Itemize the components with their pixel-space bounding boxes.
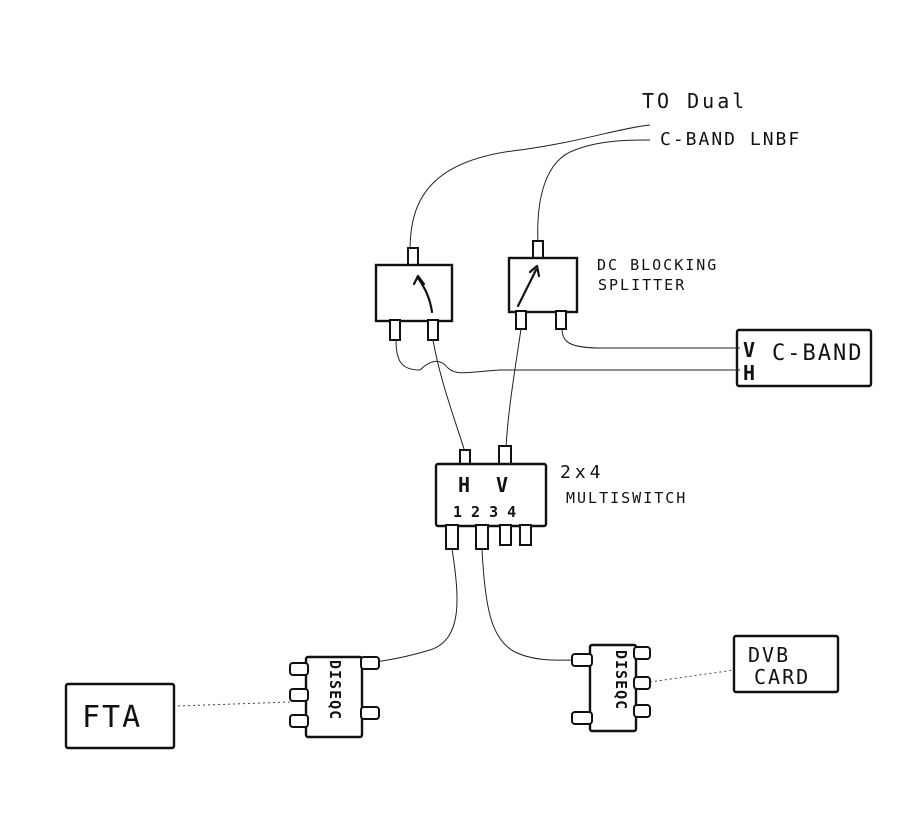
cband-title: C-BAND [772, 341, 863, 366]
splitter-label-line2: SPLITTER [598, 276, 686, 294]
cable-split-right-to-cband-v [561, 328, 740, 349]
cable-split-left-to-cband-h [395, 339, 740, 374]
dvb-card: DVB CARD [732, 634, 840, 694]
fta-receiver: FTA [64, 682, 176, 750]
splitter-right [507, 240, 579, 330]
cable-fta-to-diseqc [177, 701, 291, 707]
multiswitch-label-line1: 2x4 [560, 462, 605, 483]
cable-ms-port1-to-diseqc-left [374, 548, 458, 663]
multiswitch: H V 1 2 3 4 [434, 445, 548, 550]
lnbf-cable-right [537, 139, 651, 244]
cband-h-port: H [743, 361, 755, 385]
cable-split-left-to-ms-h [432, 339, 466, 453]
splitter-label-line1: DC BLOCKING [597, 256, 718, 274]
multiswitch-h-input: H [458, 473, 470, 497]
lnbf-label-line2: C-BAND LNBF [660, 129, 801, 150]
lnbf-label-line1: TO Dual [642, 89, 747, 113]
lnbf-cable-left [409, 124, 651, 251]
diseqc-switch-right: DISEQC [571, 643, 651, 733]
diseqc-switch-left: DISEQC [289, 655, 380, 739]
cband-receiver: V H C-BAND [735, 328, 873, 388]
splitter-left [374, 247, 454, 341]
cable-diseqc-to-dvb [649, 669, 735, 683]
cable-ms-port2-to-diseqc-right [481, 548, 579, 661]
cable-split-right-to-ms-v [505, 328, 522, 449]
diseqc-right-label: DISEQC [612, 650, 630, 710]
diseqc-left-label: DISEQC [326, 660, 344, 720]
fta-label: FTA [82, 700, 142, 735]
cband-v-port: V [743, 338, 755, 362]
multiswitch-label-line2: MULTISWITCH [566, 489, 687, 507]
dvb-label-line1: DVB [748, 643, 790, 667]
multiswitch-port-numbers: 1 2 3 4 [453, 503, 516, 521]
dvb-label-line2: CARD [754, 665, 810, 689]
multiswitch-v-input: V [496, 473, 508, 497]
